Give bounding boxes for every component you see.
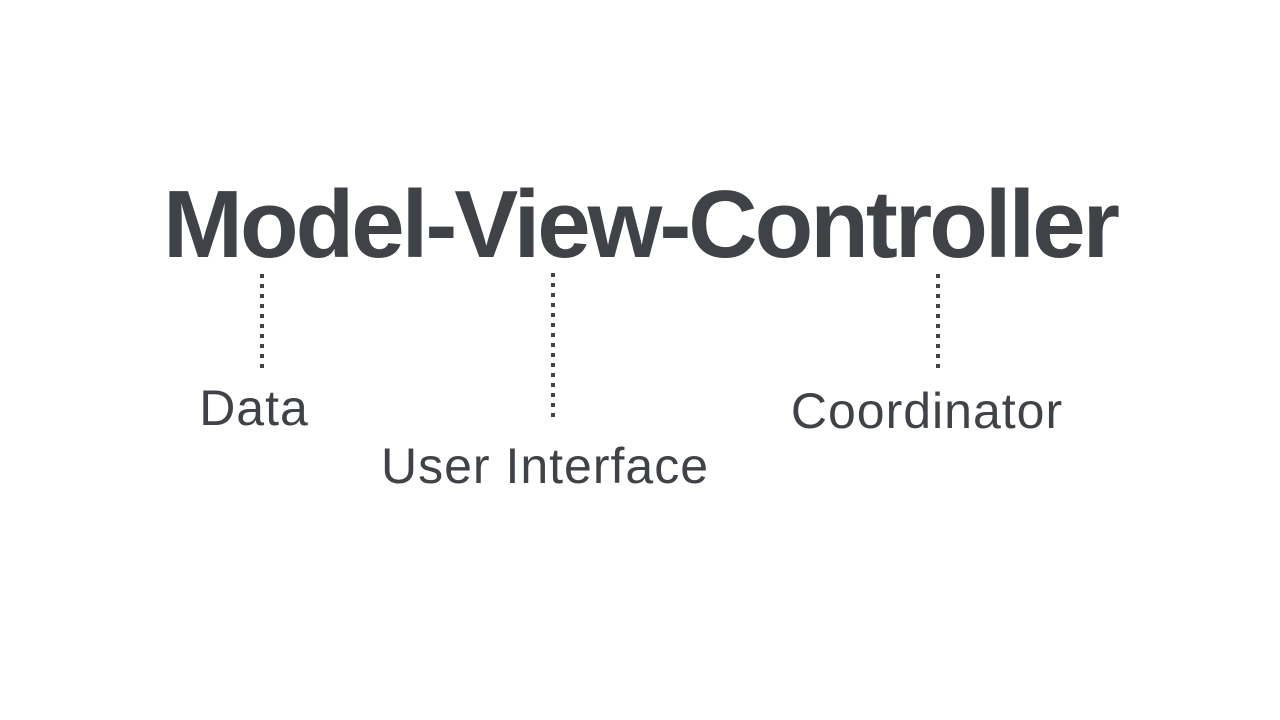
label-view-user-interface: User Interface	[380, 438, 710, 494]
dotted-connector-controller	[936, 274, 940, 368]
label-controller-coordinator: Coordinator	[790, 383, 1064, 439]
label-model-data: Data	[199, 380, 309, 436]
diagram-title: Model-View-Controller	[163, 171, 1120, 278]
dotted-connector-model	[260, 274, 264, 368]
dotted-connector-view	[551, 273, 555, 417]
